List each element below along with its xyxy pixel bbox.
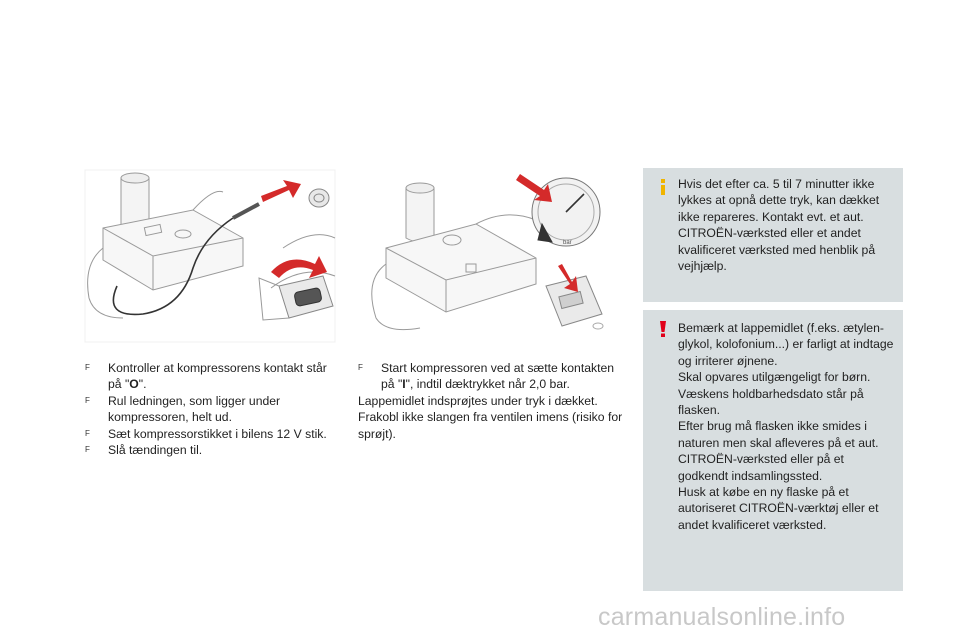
bullet-marker: F <box>85 363 90 372</box>
right-instructions: F Start kompressoren ved at sætte kontakt… <box>358 360 626 442</box>
warning-line: Husk at købe en ny flaske på et autorise… <box>678 485 879 532</box>
bullet-item: F Kontroller at kompressorens kontakt stå… <box>85 360 335 393</box>
bullet-text: ". <box>138 377 147 392</box>
bullet-marker: F <box>85 428 90 438</box>
bullet-marker: F <box>358 363 363 372</box>
gauge-unit-label: bar <box>563 240 572 246</box>
compressor-gauge-drawing: bar <box>371 174 604 331</box>
paragraph: Lappemidlet indsprøjtes under tryk i dæk… <box>358 393 598 408</box>
compressor-plug-drawing <box>84 169 336 343</box>
watermark: carmanualsonline.info <box>598 603 846 631</box>
bullet-marker: F <box>85 395 90 405</box>
info-text: Hvis det efter ca. 5 til 7 minutter ikke… <box>678 177 880 274</box>
info-icon <box>661 179 665 195</box>
illustration-compressor-gauge: bar <box>366 168 620 344</box>
warning-text: Bemærk at lappemidlet (f.eks. ætylen-gly… <box>678 320 896 533</box>
bullet-text: O <box>129 377 139 392</box>
warning-line: Efter brug må flasken ikke smides i natu… <box>678 419 879 483</box>
bullet-item: F Sæt kompressorstikket i bilens 12 V sti… <box>85 426 335 442</box>
illustration-compressor-plug <box>83 168 337 344</box>
bullet-text: Slå tændingen til. <box>108 443 203 458</box>
bullet-text: Sæt kompressorstikket i bilens 12 V stik… <box>108 426 327 441</box>
bullet-item: F Rul ledningen, som ligger under kompres… <box>85 393 335 426</box>
warning-line: Væskens holdbarhedsdato står på flasken. <box>678 386 864 418</box>
warning-icon <box>660 321 666 337</box>
bullet-text: ", indtil dæktrykket når 2,0 bar. <box>405 377 570 392</box>
bullet-text: Kontroller at kompressorens kontakt står… <box>108 361 327 392</box>
bullet-item: F Slå tændingen til. <box>85 442 335 458</box>
paragraph: Frakobl ikke slangen fra ventilen imens … <box>358 410 623 441</box>
bullet-text: Start kompressoren ved at sætte kontakte… <box>381 361 615 392</box>
bullet-text: I <box>402 377 406 392</box>
warning-line: Bemærk at lappemidlet (f.eks. ætylen-gly… <box>678 321 894 368</box>
warning-box: Bemærk at lappemidlet (f.eks. ætylen-gly… <box>643 310 903 591</box>
bullet-marker: F <box>85 445 90 455</box>
warning-line: Skal opvares utilgængeligt for børn. <box>678 370 871 385</box>
info-box: Hvis det efter ca. 5 til 7 minutter ikke… <box>643 168 903 302</box>
bullet-text: Rul ledningen, som ligger under kompress… <box>108 393 281 425</box>
left-instructions: F Kontroller at kompressorens kontakt stå… <box>85 360 335 458</box>
bullet-item: F Start kompressoren ved at sætte kontakt… <box>358 360 626 393</box>
